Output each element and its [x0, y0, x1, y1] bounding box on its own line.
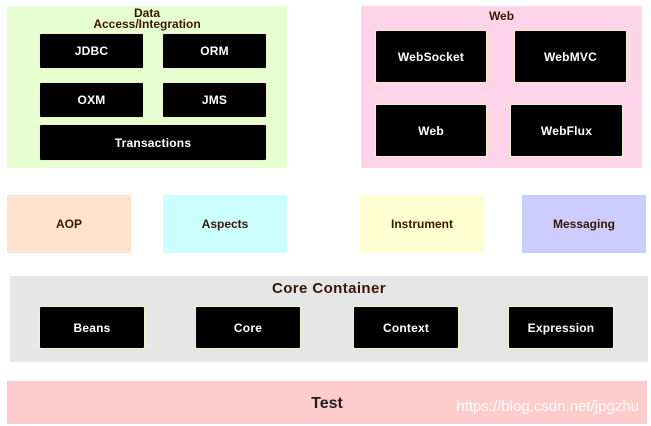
- module-orm: ORM: [162, 33, 267, 69]
- test-panel: Test: [7, 381, 647, 424]
- data-access-integration-panel: Data Access/Integration JDBC ORM OXM JMS…: [7, 6, 287, 168]
- module-webflux: WebFlux: [510, 104, 623, 157]
- aspects-label: Aspects: [201, 217, 249, 231]
- watermark-text: https://blog.csdn.net/jpgzhu: [456, 398, 639, 415]
- core-container-title: Core Container: [272, 280, 386, 297]
- instrument-label: Instrument: [390, 217, 453, 231]
- module-core: Core: [195, 306, 301, 349]
- module-expression: Expression: [508, 306, 614, 349]
- module-jdbc: JDBC: [39, 33, 144, 69]
- module-websocket: WebSocket: [375, 30, 487, 83]
- module-oxm: OXM: [39, 82, 144, 118]
- data-access-title-line1: Data: [133, 6, 160, 20]
- module-beans: Beans: [39, 306, 145, 349]
- aop-panel: AOP: [7, 195, 131, 253]
- instrument-panel: Instrument: [360, 195, 484, 253]
- messaging-label: Messaging: [552, 217, 615, 231]
- messaging-panel: Messaging: [522, 195, 646, 253]
- module-transactions: Transactions: [39, 124, 267, 161]
- module-web: Web: [375, 104, 487, 157]
- module-jms: JMS: [162, 82, 267, 118]
- aop-label: AOP: [55, 217, 82, 231]
- module-context: Context: [353, 306, 459, 349]
- module-webmvc: WebMVC: [514, 30, 627, 83]
- aspects-panel: Aspects: [163, 195, 287, 253]
- web-panel: Web WebSocket WebMVC Web WebFlux: [361, 6, 642, 168]
- data-access-title-line2: Access/Integration: [93, 17, 201, 31]
- web-title: Web: [488, 9, 515, 23]
- test-label: Test: [311, 395, 343, 412]
- core-container-panel: Core Container Beans Core Context Expres…: [10, 276, 648, 362]
